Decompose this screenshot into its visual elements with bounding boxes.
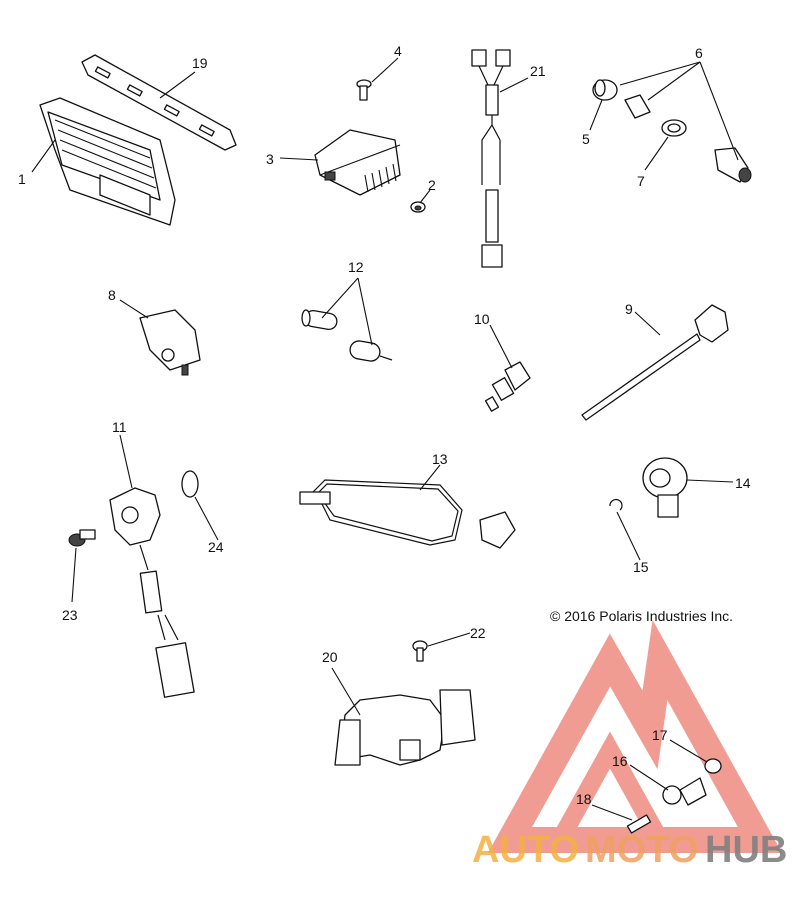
callout-16: 16 xyxy=(612,753,628,769)
part-6-tab xyxy=(624,94,651,119)
part-20-throttle-body xyxy=(334,689,476,766)
watermark-hub: HUB xyxy=(705,829,787,871)
part-17-oring xyxy=(704,758,722,774)
callout-22: 22 xyxy=(470,625,486,641)
part-6-sensor xyxy=(714,147,752,183)
callout-1: 1 xyxy=(18,171,26,187)
part-1-ecu xyxy=(39,97,176,226)
callout-3: 3 xyxy=(266,151,274,167)
callout-21: 21 xyxy=(530,63,546,79)
callout-12: 12 xyxy=(348,259,364,275)
watermark-moto: MOTO xyxy=(585,829,698,871)
copyright-text: © 2016 Polaris Industries Inc. xyxy=(550,608,733,624)
part-21-harness xyxy=(471,49,511,268)
part-23-bolt xyxy=(68,529,96,547)
part-9-speed-sensor xyxy=(581,304,729,421)
part-18-bolt xyxy=(626,814,652,834)
callout-23: 23 xyxy=(62,607,78,623)
part-19-bracket xyxy=(81,54,237,151)
callout-4: 4 xyxy=(394,43,402,59)
part-12-cylinders xyxy=(301,309,393,362)
callout-13: 13 xyxy=(432,451,448,467)
callout-10: 10 xyxy=(474,311,490,327)
callout-17: 17 xyxy=(652,727,668,743)
watermark-logo xyxy=(487,619,783,853)
callout-6: 6 xyxy=(695,45,703,61)
part-11-tps xyxy=(109,487,195,698)
part-15-clip xyxy=(609,498,623,511)
watermark-auto: AUTO xyxy=(472,829,579,871)
part-24-oring xyxy=(181,470,199,498)
part-16-fitting xyxy=(662,777,707,806)
leader-lines xyxy=(31,57,739,821)
callout-19: 19 xyxy=(192,55,208,71)
callout-5: 5 xyxy=(582,131,590,147)
part-22-screw xyxy=(412,640,428,662)
callout-2: 2 xyxy=(428,177,436,193)
watermark-text: AUTO MOTO HUB xyxy=(472,829,787,871)
callout-24: 24 xyxy=(208,539,224,555)
part-4-bolt xyxy=(356,79,372,101)
part-2-nut xyxy=(410,201,426,213)
callout-11: 11 xyxy=(112,419,127,435)
callout-14: 14 xyxy=(735,475,751,491)
callout-18: 18 xyxy=(576,791,592,807)
part-7-washer xyxy=(661,119,687,137)
callout-numbers: 1 2 3 4 5 6 7 8 9 10 11 12 13 14 15 16 1… xyxy=(18,43,751,807)
part-5-cap xyxy=(592,79,618,101)
callout-9: 9 xyxy=(625,301,633,317)
callout-15: 15 xyxy=(633,559,649,575)
part-14-knock-sensor xyxy=(642,457,688,518)
part-10-temp-sensor xyxy=(484,361,531,412)
callout-7: 7 xyxy=(637,173,645,189)
callout-20: 20 xyxy=(322,649,338,665)
part-13-cable xyxy=(299,479,516,549)
part-8-map-sensor xyxy=(139,309,201,376)
callout-8: 8 xyxy=(108,287,116,303)
part-3-module xyxy=(314,129,401,196)
